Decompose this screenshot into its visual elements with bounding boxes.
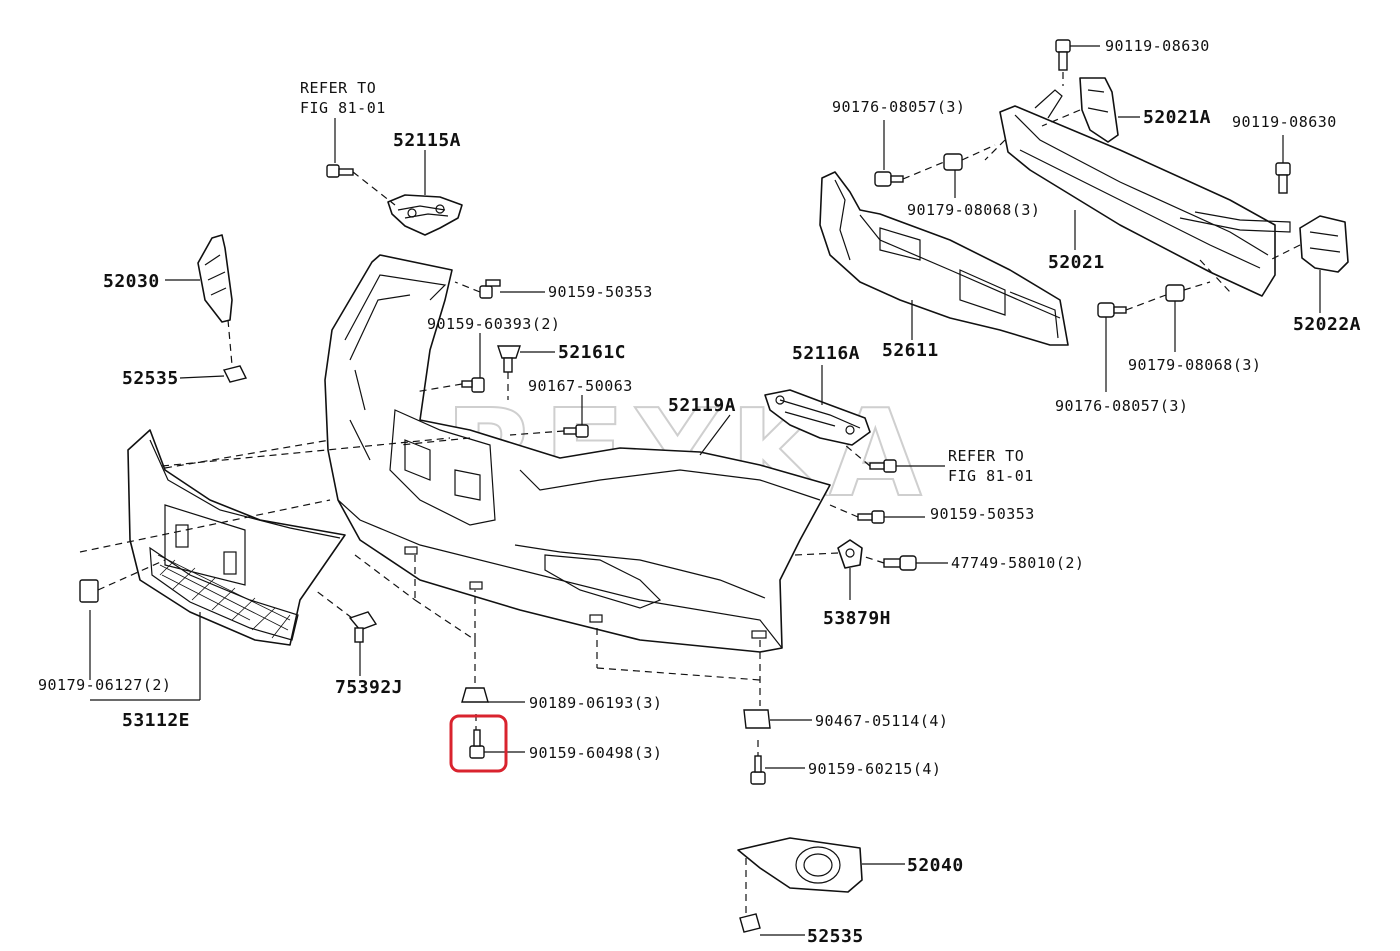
- clip-icon: [222, 365, 248, 383]
- lower-grille-53112e[interactable]: [127, 429, 346, 646]
- callout-label[interactable]: 90159-60393(2): [427, 315, 560, 333]
- callout-label[interactable]: 90159-60215(4): [808, 760, 941, 778]
- clip-icon: [739, 913, 761, 933]
- callout-label[interactable]: 52611: [882, 340, 939, 361]
- callout-label[interactable]: 90167-50063: [528, 377, 633, 395]
- callout-refer-to: REFER TO: [948, 447, 1024, 465]
- energy-absorber-52611[interactable]: [819, 171, 1069, 346]
- callout-label[interactable]: 52116A: [792, 343, 860, 364]
- callout-label[interactable]: 47749-58010(2): [951, 554, 1084, 572]
- bolt-icon: [326, 164, 354, 178]
- callout-label[interactable]: 52021: [1048, 252, 1105, 273]
- callout-label[interactable]: 75392J: [335, 677, 403, 698]
- callout-label[interactable]: 53112E: [122, 710, 190, 731]
- callout-label[interactable]: 52161C: [558, 342, 626, 363]
- callout-label[interactable]: 90179-08068(3): [907, 201, 1040, 219]
- clip-nut-icon: [461, 687, 489, 703]
- bracket-52022a[interactable]: [1299, 215, 1349, 273]
- bolt-icon: [1055, 39, 1071, 71]
- nut-icon: [943, 153, 963, 171]
- callout-label[interactable]: 52021A: [1143, 107, 1211, 128]
- callout-label[interactable]: 90119-08630: [1232, 113, 1337, 131]
- callout-fig-ref: FIG 81-01: [948, 467, 1034, 485]
- highlight-box: [449, 714, 508, 773]
- bracket-52021a[interactable]: [1079, 77, 1119, 143]
- screw-icon: [750, 755, 766, 785]
- callout-label[interactable]: 90467-05114(4): [815, 712, 948, 730]
- callout-label[interactable]: 52030: [103, 271, 160, 292]
- callout-label[interactable]: 90119-08630: [1105, 37, 1210, 55]
- bolt-icon: [479, 279, 501, 299]
- callout-label[interactable]: 90176-08057(3): [832, 98, 965, 116]
- bolt-icon: [1275, 162, 1291, 194]
- sensor-retainer-53879h[interactable]: [837, 539, 863, 569]
- bracket-52115a[interactable]: [387, 194, 463, 236]
- callout-fig-ref: FIG 81-01: [300, 99, 386, 117]
- callout-label-highlighted[interactable]: 90159-60498(3): [529, 744, 662, 762]
- sensor-icon: [883, 555, 917, 571]
- bumper-cover-52119a[interactable]: [324, 254, 831, 653]
- side-bracket-52030[interactable]: [197, 234, 233, 323]
- clip-icon: [79, 579, 99, 603]
- nut-icon: [1165, 284, 1185, 302]
- bolt-icon: [1097, 302, 1127, 318]
- bracket-52116a[interactable]: [764, 389, 871, 446]
- callout-label[interactable]: 90179-06127(2): [38, 676, 171, 694]
- callout-label[interactable]: 90159-50353: [930, 505, 1035, 523]
- callout-label[interactable]: 52040: [907, 855, 964, 876]
- callout-label[interactable]: 52119A: [668, 395, 736, 416]
- bolt-icon: [874, 171, 904, 187]
- callout-label[interactable]: 90179-08068(3): [1128, 356, 1261, 374]
- bumper-reinforcement-52021[interactable]: [999, 89, 1291, 297]
- clip-icon: [497, 345, 521, 373]
- fog-lamp-cover-52040[interactable]: [737, 837, 863, 893]
- speed-nut-icon: [743, 709, 771, 729]
- callout-label[interactable]: 52022A: [1293, 314, 1361, 335]
- callout-label[interactable]: 52115A: [393, 130, 461, 151]
- callout-label[interactable]: 53879H: [823, 608, 891, 629]
- callout-label[interactable]: 90159-50353: [548, 283, 653, 301]
- push-retainer-icon: [348, 611, 378, 643]
- callout-label[interactable]: 52535: [807, 926, 864, 947]
- callout-label[interactable]: 52535: [122, 368, 179, 389]
- callout-label[interactable]: 90189-06193(3): [529, 694, 662, 712]
- screw-icon: [469, 729, 485, 759]
- callout-refer-to: REFER TO: [300, 79, 376, 97]
- callout-label[interactable]: 90176-08057(3): [1055, 397, 1188, 415]
